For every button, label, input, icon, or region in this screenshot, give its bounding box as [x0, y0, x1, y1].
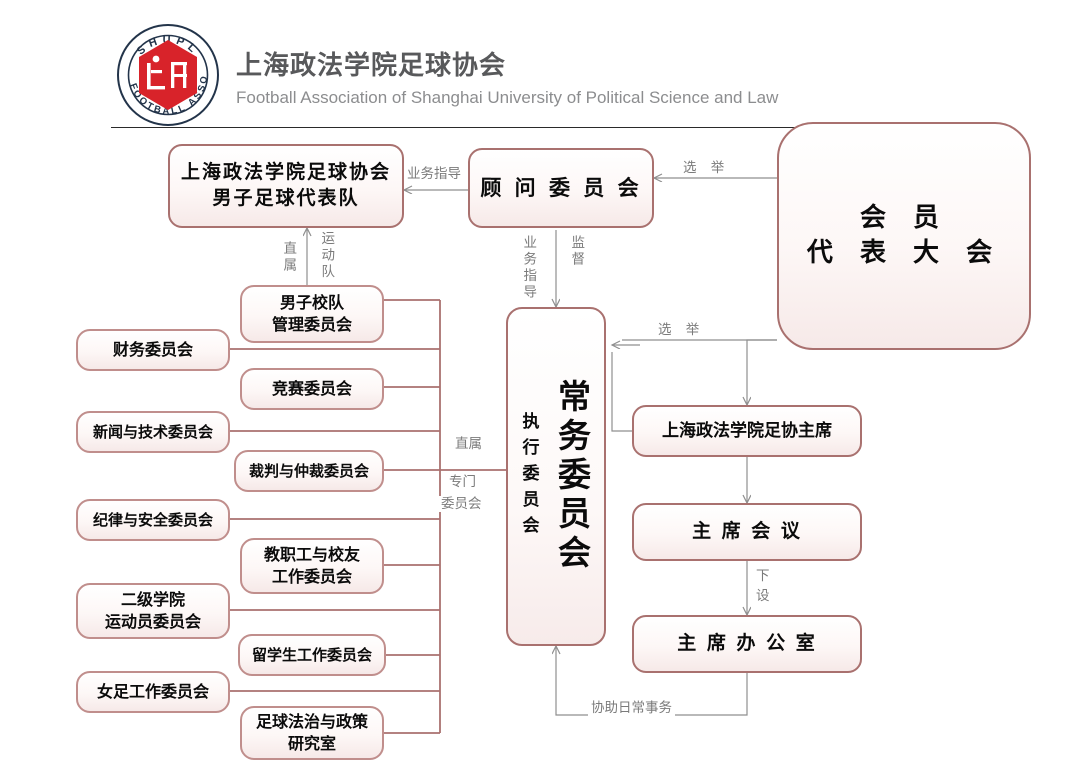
node-chair-meeting-label: 主 席 会 议 — [692, 520, 802, 543]
committee-left-0[interactable]: 财务委员会 — [76, 329, 230, 371]
edge-label-subordinate-setup-line1: 下 — [753, 568, 773, 585]
page-header: SHUPL FOOTBALL ASSOCIATION 上海政法学院足球协会 Fo… — [0, 0, 1080, 130]
node-mens-football-team-line2: 男子足球代表队 — [212, 187, 360, 209]
edge-label-business-guidance-vertical: 业务指导 — [520, 232, 537, 304]
edge-label-direct-subordinate: 直属 — [452, 436, 485, 453]
header-divider — [111, 127, 881, 128]
edge-label-subordinate-setup-line2: 设 — [753, 588, 773, 605]
committee-left-2[interactable]: 纪律与安全委员会 — [76, 499, 230, 541]
edge-label-special-committees-line2: 委员会 — [438, 496, 485, 513]
committee-left-2-line1: 纪律与安全委员会 — [92, 510, 213, 529]
committee-right-3-line2: 工作委员会 — [271, 567, 352, 586]
committee-right-0-line1: 男子校队 — [279, 293, 344, 313]
committee-left-3-line1: 二级学院 — [120, 590, 185, 610]
committee-left-1[interactable]: 新闻与技术委员会 — [76, 411, 230, 453]
header-titles: 上海政法学院足球协会 Football Association of Shang… — [236, 50, 778, 109]
edge-label-special-committees-line1: 专门 — [446, 474, 479, 491]
committee-right-3[interactable]: 教职工与校友 工作委员会 — [240, 538, 384, 594]
edge-label-direct-subordinate-team: 直属 — [280, 238, 297, 277]
node-chair-office-label: 主 席 办 公 室 — [677, 632, 817, 655]
committee-right-5[interactable]: 足球法治与政策 研究室 — [240, 706, 384, 760]
committee-left-1-line1: 新闻与技术委员会 — [92, 422, 213, 441]
node-members-assembly-line1: 会 员 — [859, 202, 949, 233]
committee-right-2-line1: 裁判与仲裁委员会 — [248, 461, 369, 480]
node-members-assembly-line2: 代 表 大 会 — [806, 238, 1002, 268]
committee-right-0[interactable]: 男子校队 管理委员会 — [240, 285, 384, 343]
committee-right-4[interactable]: 留学生工作委员会 — [238, 634, 386, 676]
edge-label-supervision: 监督 — [568, 232, 585, 271]
committee-right-4-line1: 留学生工作委员会 — [251, 645, 372, 664]
edge-label-assist-daily: 协助日常事务 — [588, 700, 675, 717]
committee-right-3-line1: 教职工与校友 — [263, 545, 360, 565]
node-chairman-label: 上海政法学院足协主席 — [662, 420, 832, 441]
node-standing-committee[interactable]: 常务委员会 执行委员会 — [506, 307, 606, 646]
node-advisory-committee[interactable]: 顾 问 委 员 会 — [468, 148, 654, 228]
committee-left-3[interactable]: 二级学院 运动员委员会 — [76, 583, 230, 639]
committee-left-3-line2: 运动员委员会 — [104, 612, 201, 631]
committee-left-4-line1: 女足工作委员会 — [96, 682, 209, 702]
association-logo: SHUPL FOOTBALL ASSOCIATION — [110, 14, 221, 128]
node-mens-football-team[interactable]: 上海政法学院足球协会 男子足球代表队 — [168, 144, 404, 228]
logo-emblem-icon: SHUPL FOOTBALL ASSOCIATION — [110, 14, 219, 126]
page-title: 上海政法学院足球协会 — [236, 51, 507, 81]
node-advisory-committee-label: 顾 问 委 员 会 — [480, 175, 642, 200]
node-chair-meeting[interactable]: 主 席 会 议 — [632, 503, 862, 561]
node-chairman[interactable]: 上海政法学院足协主席 — [632, 405, 862, 457]
committee-right-5-line2: 研究室 — [287, 734, 336, 753]
edge-label-business-guidance-top: 业务指导 — [404, 166, 464, 183]
node-mens-football-team-line1: 上海政法学院足球协会 — [180, 161, 391, 184]
edge-label-elect-bottom: 选 举 — [655, 322, 708, 339]
committee-left-4[interactable]: 女足工作委员会 — [76, 671, 230, 713]
committee-right-2[interactable]: 裁判与仲裁委员会 — [234, 450, 384, 492]
committee-left-0-line1: 财务委员会 — [112, 340, 193, 360]
edge-label-athletic-team: 运动队 — [318, 228, 335, 284]
committee-right-5-line1: 足球法治与政策 — [255, 712, 368, 732]
node-chair-office[interactable]: 主 席 办 公 室 — [632, 615, 862, 673]
node-members-assembly[interactable]: 会 员 代 表 大 会 — [777, 122, 1031, 350]
committee-right-1[interactable]: 竞赛委员会 — [240, 368, 384, 410]
page-subtitle: Football Association of Shanghai Univers… — [236, 87, 779, 107]
node-standing-committee-main: 常务委员会 — [552, 379, 592, 574]
node-standing-committee-sub: 执行委员会 — [518, 411, 539, 542]
committee-right-0-line2: 管理委员会 — [271, 315, 352, 334]
committee-right-1-line1: 竞赛委员会 — [271, 379, 352, 399]
edge-label-elect-top: 选 举 — [680, 160, 733, 177]
